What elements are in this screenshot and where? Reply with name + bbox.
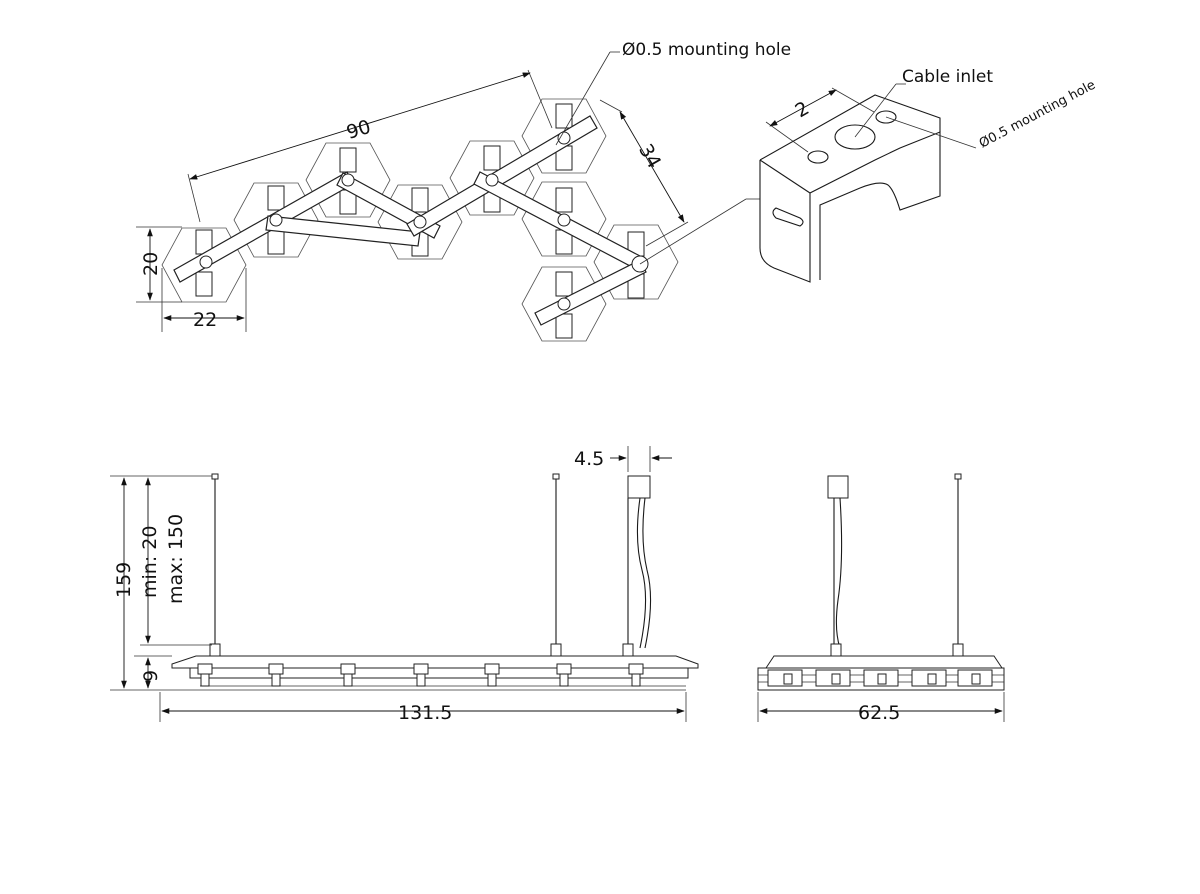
mounting-hole-right <box>875 110 897 124</box>
dim-4-5: 4.5 <box>574 448 604 470</box>
joint <box>485 173 499 187</box>
led-block <box>483 145 501 171</box>
dim-90: 90 <box>344 116 374 144</box>
led-block <box>267 229 285 255</box>
led-block <box>555 271 573 297</box>
dim-20: 20 <box>140 252 162 276</box>
joint <box>341 173 355 187</box>
led-spots <box>197 663 644 687</box>
cable-inlet-hole <box>834 124 876 150</box>
side-view: 62.5 <box>757 473 1005 724</box>
top-view: 90 34 20 22 Ø0.5 mounting hole <box>136 40 791 342</box>
dim-suspension-min: min: 20 <box>139 526 161 598</box>
mounting-hole-label: Ø0.5 mounting hole <box>622 40 791 60</box>
led-block <box>555 313 573 339</box>
mounting-hole-left <box>807 150 829 164</box>
dim-22: 22 <box>193 309 217 331</box>
led-block <box>411 187 429 213</box>
led-block <box>555 103 573 129</box>
side-top-plate <box>765 655 1003 669</box>
mounting-bracket-detail: 2 Cable inlet Ø0.5 mounting hole <box>759 67 1098 283</box>
support-bar <box>265 215 421 247</box>
cable-inlet-label: Cable inlet <box>902 67 993 87</box>
joint <box>199 255 213 269</box>
joint <box>557 297 571 311</box>
led-block <box>267 185 285 211</box>
dim-159: 159 <box>113 562 135 598</box>
led-block <box>339 147 357 173</box>
led-block <box>195 271 213 297</box>
joint <box>269 213 283 227</box>
joint <box>413 215 427 229</box>
side-canopy <box>827 475 849 499</box>
dim-62-5: 62.5 <box>858 702 900 724</box>
power-cable <box>636 497 647 649</box>
front-view: 4.5 159 min: 20 max: 150 9 131.5 <box>110 446 699 724</box>
dim-9: 9 <box>140 670 162 682</box>
fixture-top-plate <box>171 655 699 669</box>
canopy <box>627 475 651 499</box>
dim-suspension-max: max: 150 <box>165 514 187 604</box>
dim-2: 2 <box>792 97 813 122</box>
mounting-hole-side-label: Ø0.5 mounting hole <box>977 78 1098 152</box>
dim-131-5: 131.5 <box>398 702 452 724</box>
fixture-frame <box>189 667 689 679</box>
joint <box>557 213 571 227</box>
led-block <box>555 187 573 213</box>
